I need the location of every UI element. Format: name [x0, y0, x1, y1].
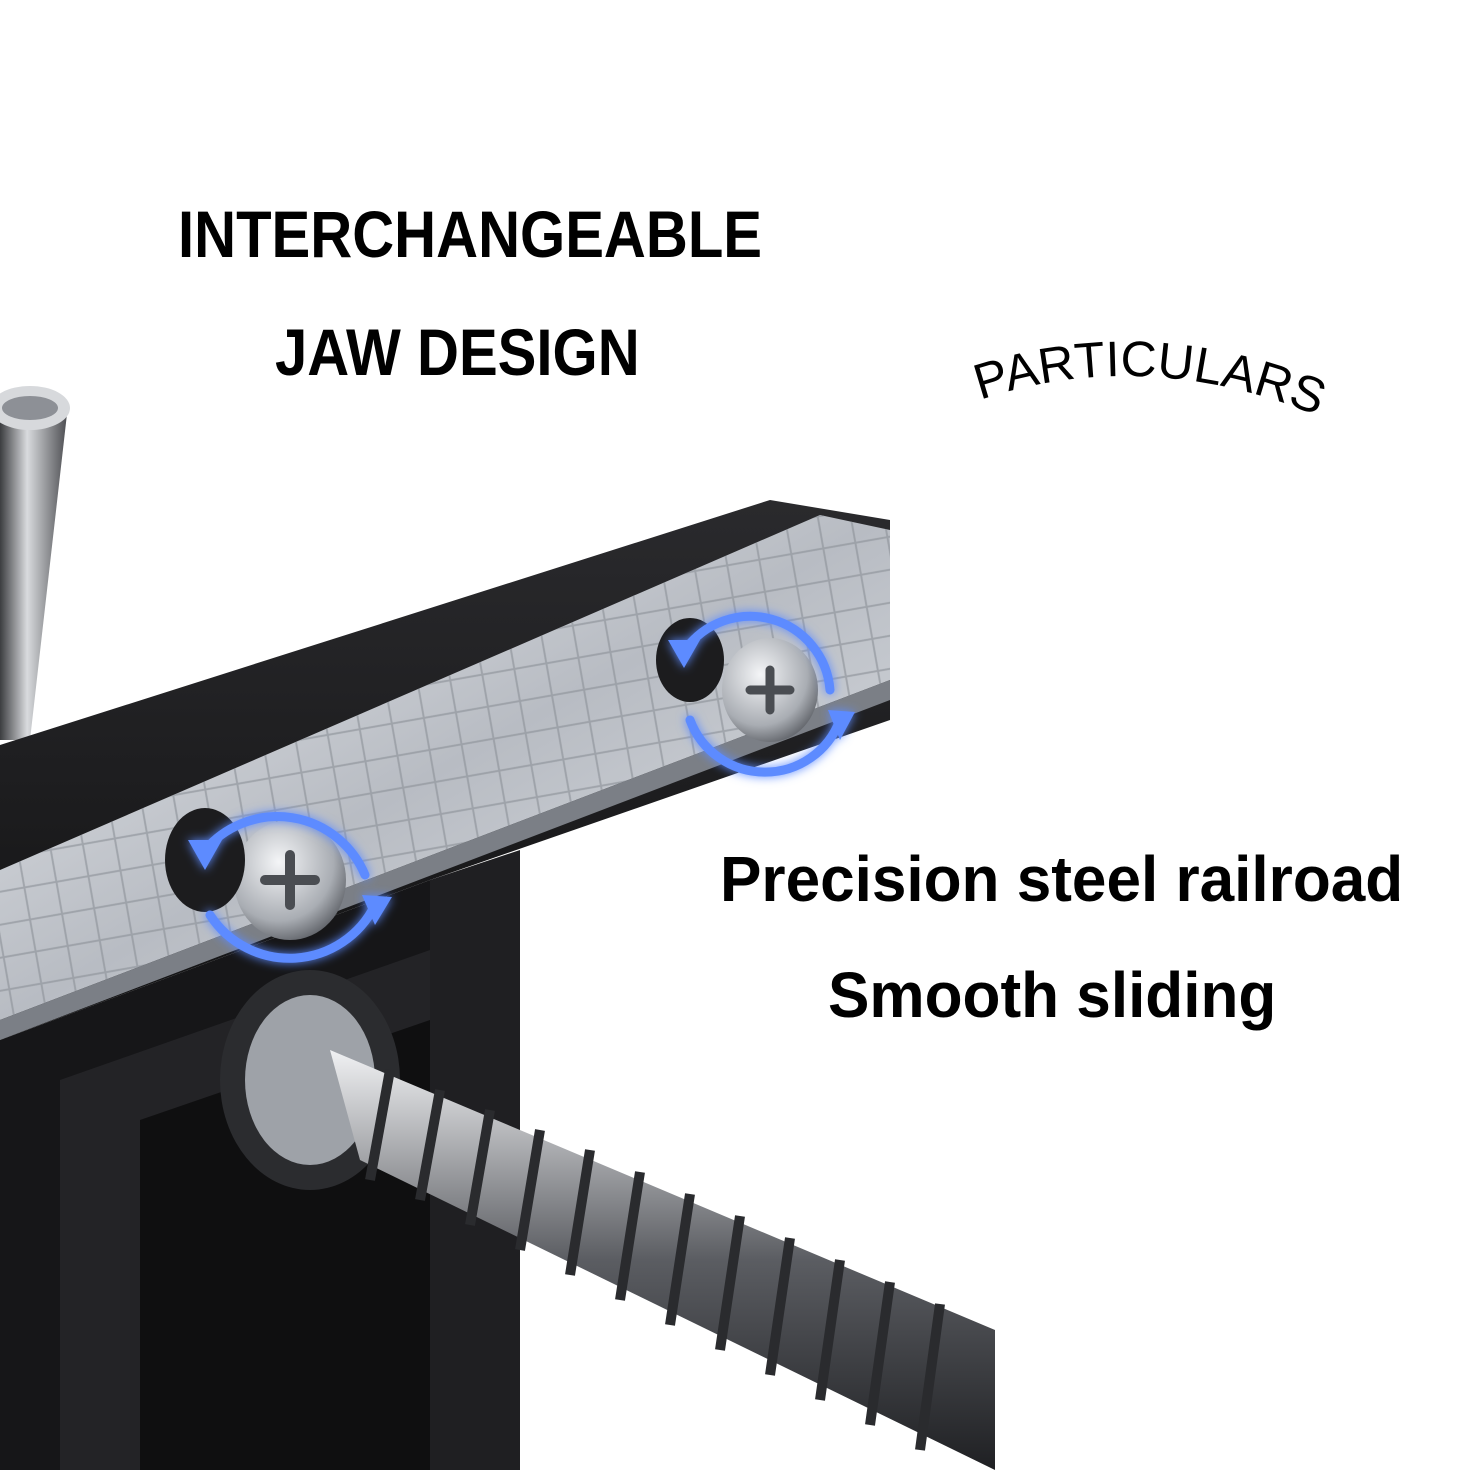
rotate-arrows-icon: [188, 611, 855, 963]
handle-rod: [0, 386, 70, 740]
feature-line-1: Precision steel railroad: [720, 843, 1404, 915]
particulars-badge: PARTICULARS: [967, 331, 1334, 426]
svg-text:PARTICULARS: PARTICULARS: [967, 331, 1334, 426]
particulars-label: PARTICULARS: [967, 331, 1334, 426]
headline-line-2: JAW DESIGN: [275, 315, 640, 389]
lead-screw: [220, 970, 995, 1470]
feature-line-2: Smooth sliding: [828, 959, 1277, 1031]
headline-line-1: INTERCHANGEABLE: [178, 197, 763, 271]
